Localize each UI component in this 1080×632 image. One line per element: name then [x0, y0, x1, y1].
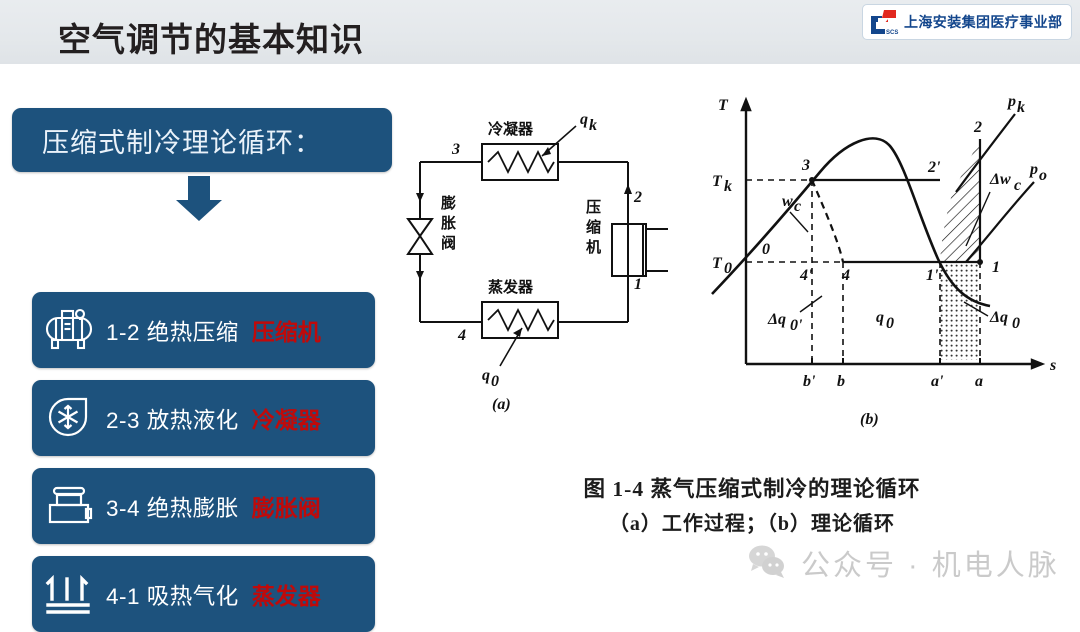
watermark: 公众号 · 机电人脉: [745, 542, 1060, 584]
logo-text: 上海安装集团医疗事业部: [904, 14, 1063, 30]
ytick-Tk-sub: k: [724, 178, 732, 195]
label-wc: w: [782, 193, 793, 210]
diagram-b-sublabel: (b): [860, 411, 879, 428]
label-expansion-valve-3: 阀: [441, 234, 456, 252]
point-2-prime: 2': [927, 159, 941, 176]
step-device: 蒸发器: [251, 583, 321, 609]
state-point-1: 1: [634, 276, 642, 293]
cycle-schematic-diagram-a: 冷凝器 蒸发器 膨 胀 阀 压 缩 机 3 4 2 1 q k q 0 (a): [406, 111, 668, 413]
diagram-a-sublabel: (a): [492, 396, 511, 413]
point-4-prime: 4': [799, 267, 813, 284]
svg-text:SCS: SCS: [886, 30, 898, 35]
heat-label-qk-sub: k: [589, 117, 597, 134]
label-delta-q0-sub: 0: [1012, 315, 1020, 332]
label-pk-sub: k: [1017, 99, 1025, 116]
isobar-po: [965, 181, 1035, 263]
label-q0-sub: 0: [886, 315, 894, 332]
ts-diagram-b: T s T k T 0 b' b a' a 3 2' 2 1 1' 4 4' 0…: [711, 93, 1056, 428]
point-0: 0: [762, 241, 770, 258]
evaporator-arrows-icon: [40, 568, 102, 620]
step-text: 3-4 绝热膨胀 膨胀阀: [106, 489, 321, 523]
axis-label-s: s: [1049, 357, 1056, 374]
step-text: 4-1 吸热气化 蒸发器: [106, 577, 321, 611]
label-po: p: [1028, 161, 1038, 178]
watermark-text: 公众号 · 机电人脉: [801, 550, 1060, 582]
label-delta-q0: Δq: [989, 309, 1008, 326]
label-delta-q0-prime-sub: 0': [790, 317, 803, 334]
step-device: 压缩机: [251, 319, 321, 345]
point-1: 1: [992, 259, 1000, 276]
state-point-3: 3: [451, 141, 460, 158]
step-label: 4-1 吸热气化: [106, 584, 239, 609]
ytick-T0: T: [712, 255, 723, 272]
xtick-a: a: [975, 373, 983, 390]
axis-label-T: T: [718, 97, 729, 114]
figure-caption-line1: 图 1-4 蒸气压缩式制冷的理论循环: [583, 477, 921, 501]
xtick-b-prime: b': [803, 373, 816, 390]
heat-label-q0-sub: 0: [491, 373, 499, 390]
figure-area: 冷凝器 蒸发器 膨 胀 阀 压 缩 机 3 4 2 1 q k q 0 (a): [400, 64, 1080, 608]
xtick-b: b: [837, 373, 845, 390]
state-point-2: 2: [633, 189, 642, 206]
step-device: 冷凝器: [251, 407, 321, 433]
page-header: 空气调节的基本知识 SCS 上海安装集团医疗事业部: [0, 0, 1080, 64]
region-delta-q0: [940, 262, 980, 360]
ytick-T0-sub: 0: [724, 260, 732, 277]
wechat-bubbles-icon: [745, 544, 791, 583]
step-label: 2-3 放热液化: [106, 408, 239, 433]
point-1-prime: 1': [926, 267, 939, 284]
label-pk: p: [1006, 93, 1016, 110]
panel-heading-box: 压缩式制冷理论循环：: [12, 108, 392, 172]
heat-label-qk: q: [580, 111, 588, 128]
step-label: 1-2 绝热压缩: [106, 320, 239, 345]
point-4: 4: [841, 267, 850, 284]
step-device: 膨胀阀: [251, 495, 321, 521]
label-delta-wc-sub: c: [1014, 177, 1021, 194]
step-text: 1-2 绝热压缩 压缩机: [106, 313, 321, 347]
step-item-2-3[interactable]: 2-3 放热液化 冷凝器: [32, 380, 375, 456]
label-expansion-valve-2: 胀: [441, 215, 456, 232]
scs-logo-icon: SCS: [869, 9, 899, 36]
label-expansion-valve-1: 膨: [441, 194, 456, 212]
point-2: 2: [973, 119, 982, 136]
expansion-valve-icon: [40, 480, 102, 532]
label-evaporator: 蒸发器: [488, 278, 534, 296]
label-compressor-3: 机: [586, 238, 601, 256]
label-po-sub: o: [1039, 167, 1047, 184]
saturation-dome: [711, 137, 991, 308]
label-compressor-2: 缩: [586, 218, 601, 236]
label-delta-wc: Δw: [989, 171, 1011, 188]
step-item-1-2[interactable]: 1-2 绝热压缩 压缩机: [32, 292, 375, 368]
step-label: 3-4 绝热膨胀: [106, 496, 239, 521]
label-delta-q0-prime: Δq: [767, 311, 786, 328]
state-point-4: 4: [457, 327, 466, 344]
throttle-line-3-4: [810, 179, 845, 263]
ytick-Tk: T: [712, 173, 723, 190]
label-condenser: 冷凝器: [488, 120, 534, 138]
step-item-4-1[interactable]: 4-1 吸热气化 蒸发器: [32, 556, 375, 632]
point-3: 3: [801, 157, 810, 174]
step-item-3-4[interactable]: 3-4 绝热膨胀 膨胀阀: [32, 468, 375, 544]
label-q0: q: [876, 309, 884, 326]
region-delta-wc: [940, 139, 980, 262]
cycle-steps-panel: 压缩式制冷理论循环：: [0, 64, 400, 632]
company-logo: SCS 上海安装集团医疗事业部: [862, 4, 1072, 40]
down-arrow-icon: [166, 176, 232, 222]
panel-heading-label: 压缩式制冷理论循环：: [42, 127, 322, 158]
compressor-icon: [40, 304, 102, 356]
xtick-a-prime: a': [931, 373, 944, 390]
step-text: 2-3 放热液化 冷凝器: [106, 401, 321, 435]
figure-caption-line2: （a）工作过程；（b）理论循环: [608, 513, 896, 535]
heat-label-q0: q: [482, 367, 490, 384]
label-compressor-1: 压: [586, 199, 601, 216]
page-title: 空气调节的基本知识: [58, 21, 364, 58]
label-wc-sub: c: [794, 198, 801, 215]
isobar-pk: [955, 113, 1016, 193]
condenser-fan-snowflake-icon: [40, 392, 102, 444]
